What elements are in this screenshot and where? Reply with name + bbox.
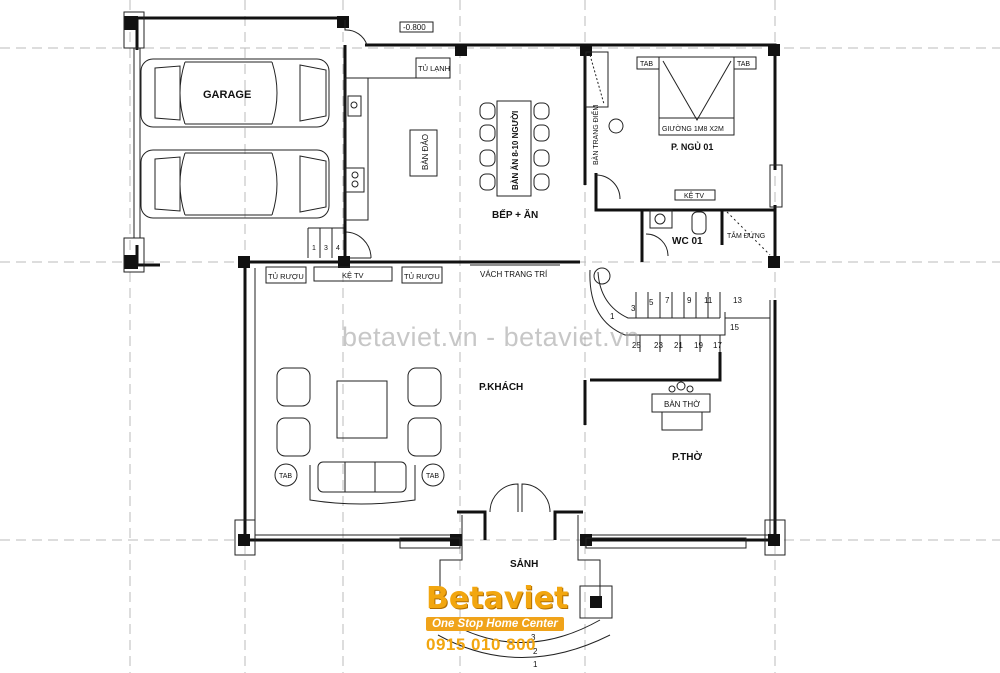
dining-table-label: BÀN ĂN 8-10 NGƯỜI (511, 111, 520, 190)
level-mark-label: -0.800 (403, 23, 426, 32)
kitchen-area: TỦ LẠNH BÀN ĐẢO (344, 57, 451, 221)
altar-table-label: BÀN THỜ (664, 400, 700, 409)
car-1 (140, 58, 330, 128)
partition-area: TỦ RƯỢU KỆ TV TỦ RƯỢU VÁCH TRANG TRÍ (265, 264, 560, 284)
stair-23: 23 (654, 341, 663, 350)
stair-11: 11 (704, 296, 713, 305)
bed-label: GIƯỜNG 1M8 X2M (662, 124, 724, 133)
bedroom-label: P. NGỦ 01 (671, 141, 713, 152)
island-label: BÀN ĐẢO (421, 134, 430, 170)
stair-1: 1 (610, 312, 615, 321)
stair-13: 13 (733, 296, 742, 305)
outer-walls (234, 43, 786, 556)
garage-step-4: 4 (336, 245, 340, 252)
tab-right-label: TAB (737, 61, 750, 68)
hall-label: SẢNH (510, 557, 538, 570)
stair-9: 9 (687, 296, 692, 305)
stair-25: 25 (632, 341, 641, 350)
stair-5: 5 (649, 298, 654, 307)
dining-area: BÀN ĂN 8-10 NGƯỜI BẾP + ĂN (479, 100, 550, 221)
stair-3: 3 (631, 304, 636, 313)
living-tab-right-label: TAB (426, 473, 439, 480)
garage-step-3: 3 (324, 245, 328, 252)
stair-21: 21 (674, 341, 683, 350)
wc-area: WC 01 TẮM ĐỨNG (640, 209, 771, 262)
stair-7: 7 (665, 296, 670, 305)
staircase: 1 3 5 7 9 11 13 15 17 19 21 23 25 (583, 267, 770, 425)
betaviet-logo: Betaviet One Stop Home Center 0915 010 8… (426, 584, 576, 668)
bedroom-area: BÀN TRANG ĐIỂM TAB TAB GIƯỜNG 1M8 X2M P.… (583, 50, 783, 212)
garage-label: GARAGE (203, 89, 251, 101)
worship-room-area: BÀN THỜ P.THỜ (651, 381, 711, 463)
decor-partition-label: VÁCH TRANG TRÍ (480, 270, 548, 279)
garage-step-1: 1 (312, 245, 316, 252)
logo-brand: Betaviet (426, 581, 569, 616)
stair-19: 19 (694, 341, 703, 350)
wine-cabinet-left-label: TỦ RƯỢU (268, 272, 304, 281)
dining-chairs (479, 102, 550, 191)
entrance-area: SẢNH 3 2 1 (437, 483, 613, 669)
worship-room-label: P.THỜ (672, 450, 702, 463)
watermark-text: betaviet.vn - betaviet.vn (342, 322, 640, 352)
stair-17: 17 (713, 341, 722, 350)
bedroom-tv-shelf-label: KỆ TV (684, 191, 704, 200)
wc-label: WC 01 (672, 236, 703, 247)
kitchen-dining-label: BẾP + ĂN (492, 208, 538, 221)
living-tv-shelf-label: KỆ TV (342, 271, 364, 280)
shower-label: TẮM ĐỨNG (727, 231, 765, 240)
garage-area: GARAGE 1 3 4 (123, 11, 372, 273)
vanity-label: BÀN TRANG ĐIỂM (591, 105, 600, 165)
living-room-area: TAB TAB P.KHÁCH (274, 367, 523, 505)
stair-15: 15 (730, 323, 739, 332)
entry-step-3: 3 (531, 633, 536, 642)
entry-step-2: 2 (533, 647, 538, 656)
car-2 (140, 149, 330, 219)
wine-cabinet-right-label: TỦ RƯỢU (404, 272, 440, 281)
logo-phone: 0915 010 800 (426, 635, 536, 654)
living-room-label: P.KHÁCH (479, 380, 523, 393)
fridge-label: TỦ LẠNH (418, 64, 450, 73)
living-tab-left-label: TAB (279, 473, 292, 480)
logo-tagline: One Stop Home Center (426, 617, 564, 631)
tab-left-label: TAB (640, 61, 653, 68)
entry-step-1: 1 (533, 660, 538, 669)
level-marker: -0.800 (344, 20, 434, 46)
